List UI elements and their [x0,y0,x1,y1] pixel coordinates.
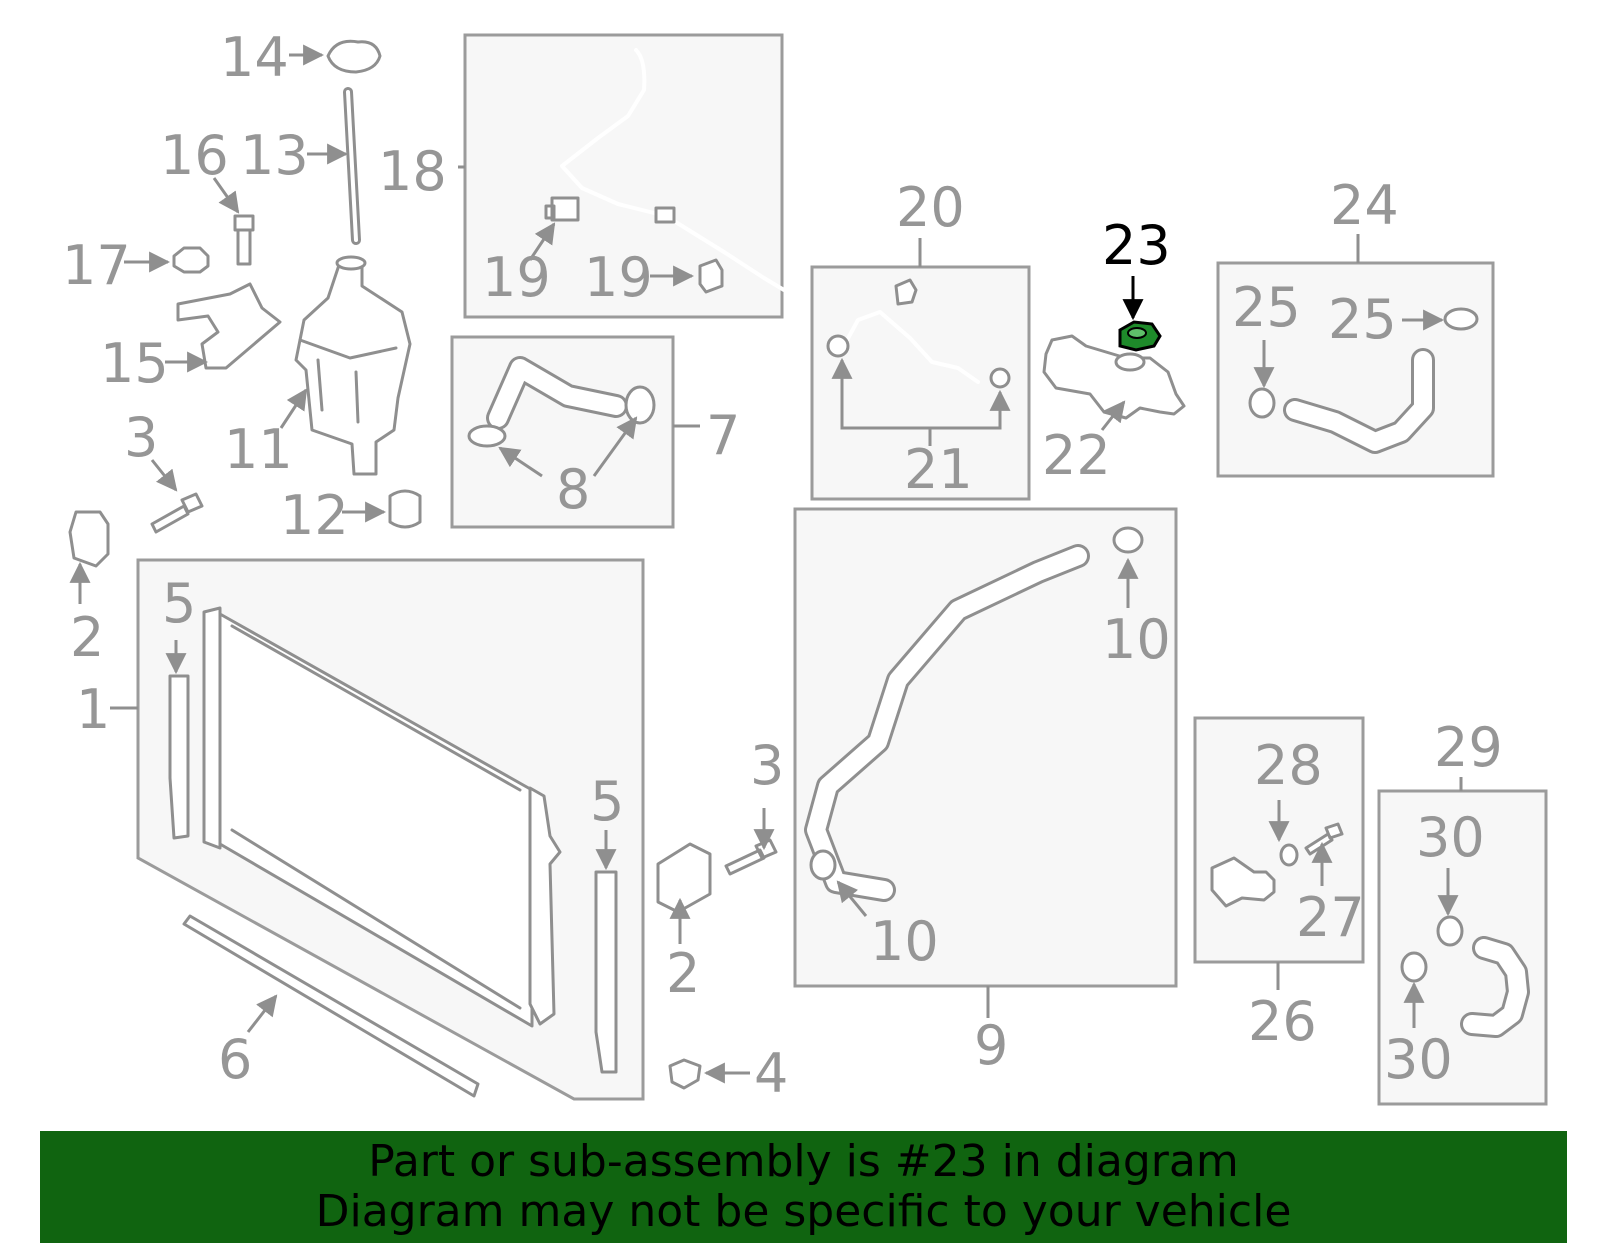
bolt-3-left [150,492,204,534]
callout-20: 20 [896,176,965,239]
leader-8-b [592,416,638,477]
bracket-2-bottom [656,842,712,914]
callout-16: 16 [160,124,229,187]
hose-24-inner [1286,351,1432,451]
clamp-25-left [1248,387,1276,419]
hose-20-clip [894,278,918,306]
seal-strip-6 [182,914,480,1098]
radiator-right-tank [528,786,562,1026]
housing-neck [1114,352,1146,372]
leader-6 [246,994,278,1033]
gasket-23-hole [1127,327,1147,339]
radiator-left-tank [202,606,222,850]
hose-20-inner [844,310,980,384]
callout-30-a: 30 [1416,806,1485,869]
reservoir-cap [326,39,382,74]
clamp-30-bottom [1400,951,1428,983]
callout-27: 27 [1296,886,1365,949]
callout-15: 15 [100,332,169,395]
clip-19-a [544,196,580,222]
sensor-26 [1210,856,1276,908]
coolant-reservoir [294,260,412,476]
callout-4: 4 [754,1042,788,1105]
water-outlet-housing [1042,334,1186,420]
clamp-8-right [624,385,656,425]
air-guide-5-right [594,870,618,1074]
leader-21-a [831,357,932,446]
callout-30-b: 30 [1384,1028,1453,1091]
reservoir-details [298,338,398,424]
box-29 [1377,789,1548,1106]
leader-11 [279,388,308,429]
grommet-12 [388,489,422,529]
callout-7: 7 [706,404,740,467]
banner-line-2: Diagram may not be specific to your vehi… [315,1186,1292,1237]
clamp-21-left [826,334,850,358]
callout-24: 24 [1330,174,1399,237]
clamp-30-top [1436,915,1464,947]
air-guide-5-left [168,674,190,840]
leader-16 [212,177,240,214]
banner-line-1: Part or sub-assembly is #23 in diagram [368,1136,1239,1187]
callout-13: 13 [240,124,309,187]
leader-10-bottom [836,880,868,917]
reservoir-neck [335,255,367,271]
leader-8-a [498,446,543,478]
clamp-10-bottom [809,849,837,881]
bolt-3-bottom [724,838,778,876]
leader-19-a [528,222,556,261]
callout-21: 21 [904,438,973,501]
callout-8: 8 [556,458,590,521]
part-info-banner: Part or sub-assembly is #23 in diagram D… [40,1131,1567,1243]
washer-28 [1279,843,1299,867]
callout-25-a: 25 [1232,276,1301,339]
callout-1: 1 [76,678,110,741]
callout-11: 11 [224,418,293,481]
callout-14: 14 [220,26,289,89]
callout-22: 22 [1042,424,1111,487]
dipstick-tube-inner [346,90,358,242]
box-18 [463,33,784,319]
clamp-8-left [467,424,507,448]
nut-17 [172,246,210,274]
radiator-core-inner [230,624,522,1010]
callout-28: 28 [1254,734,1323,797]
nut-4 [668,1058,702,1090]
callout-10-bottom: 10 [870,910,939,973]
hose-7-inner [489,359,625,427]
callout-5-right: 5 [590,770,624,833]
clamp-25-right [1443,307,1479,331]
callout-2-bottom: 2 [666,942,700,1005]
leader-22 [1100,400,1126,431]
callout-19-a: 19 [482,246,551,309]
callout-9: 9 [974,1014,1008,1077]
callout-10-top: 10 [1102,608,1171,671]
callout-2-left: 2 [70,606,104,669]
callout-23: 23 [1102,214,1171,277]
clip-2-left [68,510,110,568]
callout-6: 6 [218,1028,252,1091]
callout-5-left: 5 [162,572,196,635]
clip-19-b [698,258,724,294]
hose-29-inner [1463,939,1527,1035]
bolt-16 [233,214,255,266]
callout-26: 26 [1248,990,1317,1053]
callout-18: 18 [378,140,447,203]
clamp-10-top [1112,526,1144,554]
callout-3-bottom: 3 [750,734,784,797]
callout-29: 29 [1434,716,1503,779]
callout-12: 12 [280,484,349,547]
bracket-15 [176,282,282,370]
clamp-21-right [989,367,1011,389]
callout-19-b: 19 [584,246,653,309]
leader-3-left [150,459,178,492]
callout-25-b: 25 [1328,288,1397,351]
tube-clip [654,206,676,224]
callout-17: 17 [62,234,131,297]
leader-21-b [930,389,1011,430]
callout-3-left: 3 [124,406,158,469]
box-9 [793,507,1178,988]
